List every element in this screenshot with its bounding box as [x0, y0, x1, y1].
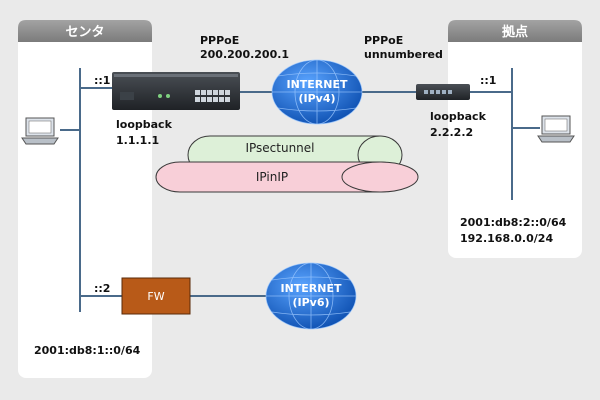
center-router-led — [166, 94, 170, 98]
center-loopback-label: loopback — [116, 118, 173, 131]
site-panel: 拠点 — [448, 20, 582, 258]
site-if-label: ::1 — [480, 74, 496, 87]
center-router-ports — [195, 90, 230, 102]
ipsec-tunnel-label: IPsectunnel — [245, 141, 314, 155]
center-title: センタ — [65, 25, 104, 40]
center-if-label-2: ::2 — [94, 282, 110, 295]
firewall-box — [121, 277, 191, 315]
center-if-label-1: ::1 — [94, 74, 110, 87]
center-router-slot — [120, 92, 134, 100]
site-subnet-v6: 2001:db8:2::0/64 — [460, 216, 567, 229]
site-subnet-v4: 192.168.0.0/24 — [460, 232, 553, 245]
globe-grid — [271, 59, 363, 125]
internet-v6-line1: INTERNET — [280, 282, 342, 295]
site-loopback-label: loopback — [430, 110, 487, 123]
pppoe-right-title: PPPoE — [364, 34, 403, 47]
site-router[interactable] — [416, 84, 470, 100]
center-subnet: 2001:db8:1::0/64 — [34, 344, 141, 357]
pppoe-left-addr: 200.200.200.1 — [200, 48, 289, 61]
internet-v4-line1: INTERNET — [286, 78, 348, 91]
connection-lines — [60, 68, 540, 312]
internet-ipv4-globe: INTERNET (IPv4) — [271, 59, 363, 125]
internet-v4-line2: (IPv4) — [298, 92, 335, 105]
site-laptop-icon — [537, 115, 575, 143]
site-title-bar — [448, 20, 582, 42]
ipinip-tunnel-end — [341, 161, 419, 193]
internet-v6-line2: (IPv6) — [292, 296, 329, 309]
ipinip-tunnel-label: IPinIP — [256, 170, 288, 184]
globe-grid — [265, 262, 357, 330]
center-loopback-addr: 1.1.1.1 — [116, 134, 159, 147]
center-router[interactable] — [112, 72, 240, 110]
firewall[interactable]: FW — [121, 277, 191, 315]
center-router-led — [158, 94, 162, 98]
site-panel-bg — [448, 20, 582, 258]
pppoe-left-title: PPPoE — [200, 34, 239, 47]
center-router-highlight — [114, 74, 238, 77]
site-title: 拠点 — [502, 24, 528, 40]
pppoe-right-addr: unnumbered — [364, 48, 443, 61]
site-loopback-addr: 2.2.2.2 — [430, 126, 473, 139]
center-title-bar — [18, 20, 152, 42]
firewall-label: FW — [147, 290, 164, 303]
internet-ipv6-globe: INTERNET (IPv6) — [265, 262, 357, 330]
ipinip-tunnel: IPinIP — [155, 161, 419, 193]
site-router-ports — [424, 90, 452, 94]
center-laptop-icon — [21, 117, 59, 145]
